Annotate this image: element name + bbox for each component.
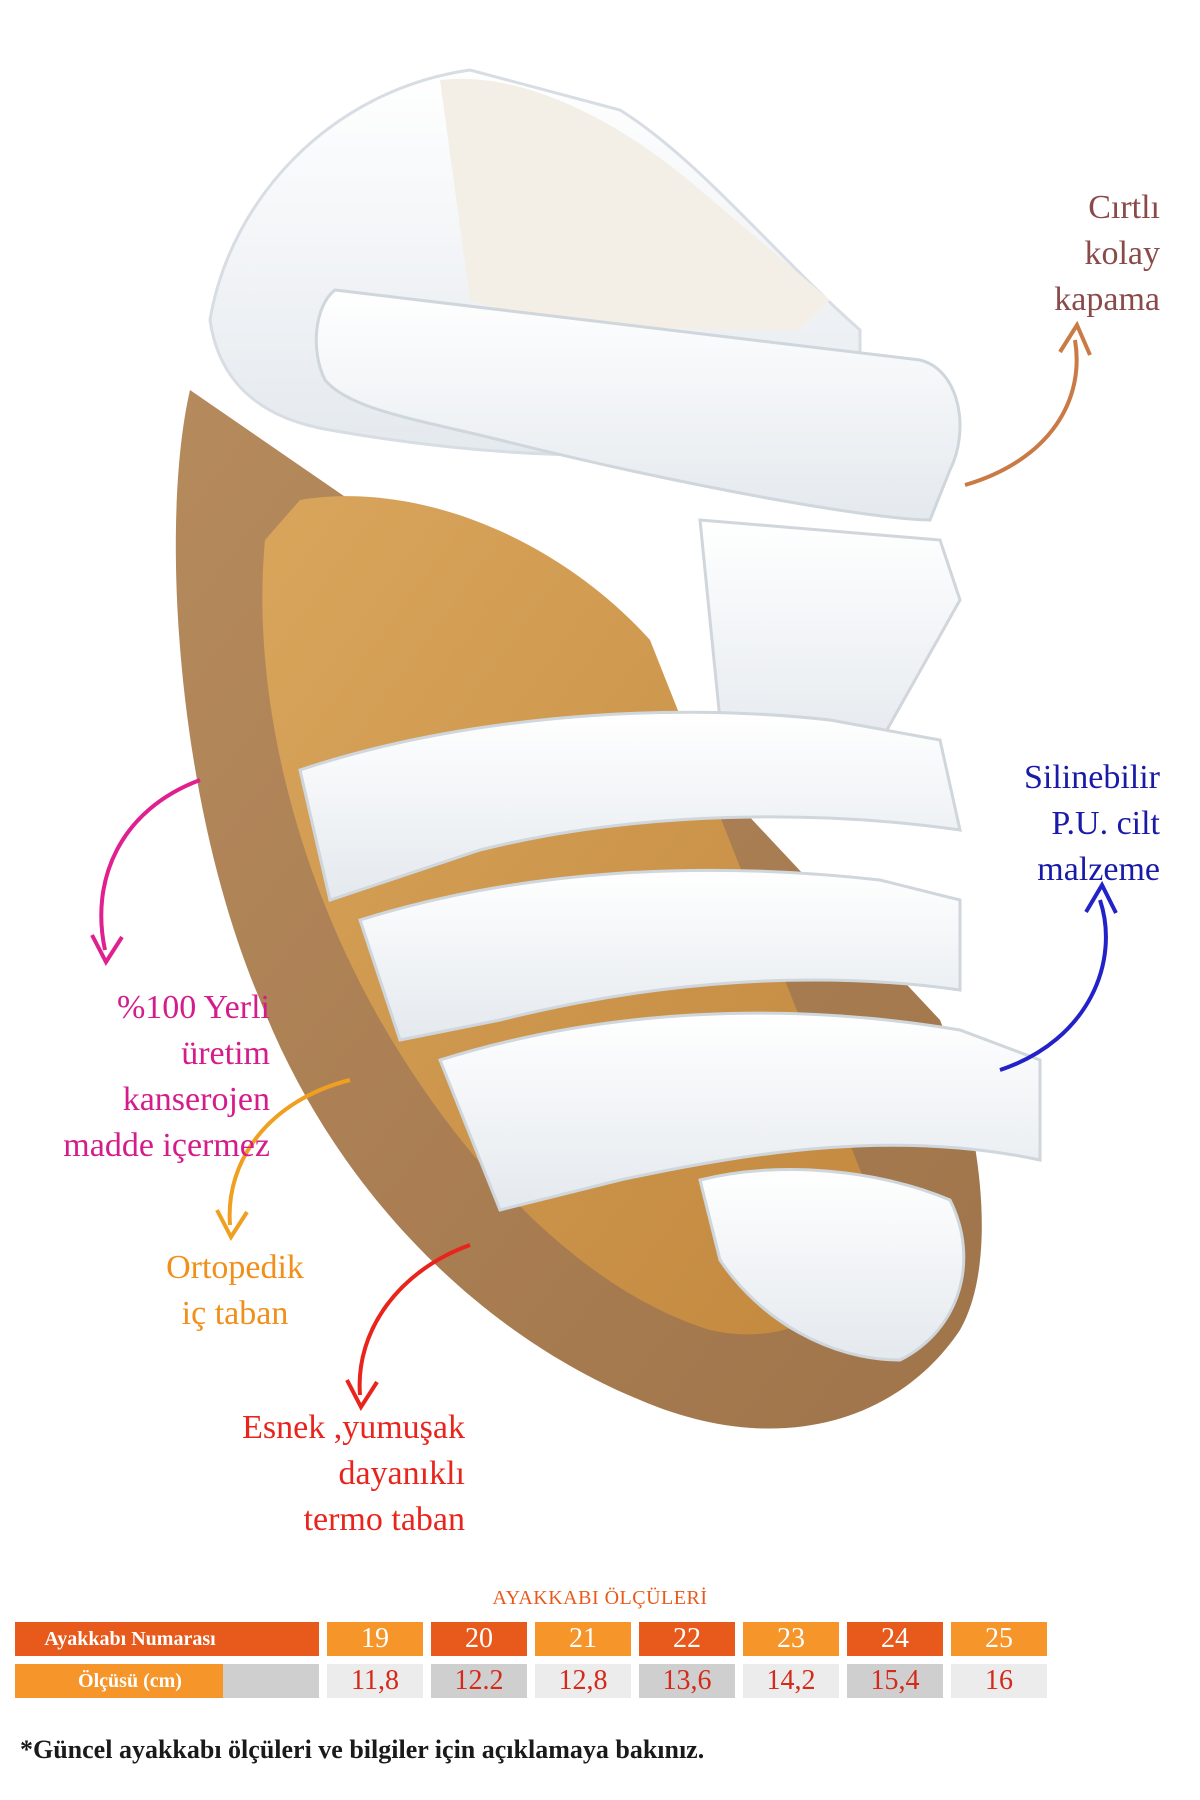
velcro-arrow bbox=[964, 339, 1079, 487]
length-cell: 14,2 bbox=[743, 1664, 839, 1698]
local-arrowhead bbox=[90, 934, 124, 966]
front-strap-2 bbox=[358, 868, 962, 1042]
front-strap-1 bbox=[298, 710, 962, 902]
sole-arrow bbox=[357, 1243, 471, 1396]
length-cell: 15,4 bbox=[847, 1664, 943, 1698]
side-quarter bbox=[698, 518, 962, 762]
callout-local-production: %100 Yerli üretim kanserojen madde içerm… bbox=[63, 989, 270, 1164]
velcro-arrowhead bbox=[1058, 320, 1092, 356]
pu-arrowhead bbox=[1084, 880, 1118, 914]
length-cell-blank bbox=[223, 1664, 319, 1698]
length-cell: 16 bbox=[951, 1664, 1047, 1698]
size-cell: 20 bbox=[431, 1622, 527, 1656]
footnote: *Güncel ayakkabı ölçüleri ve bilgiler iç… bbox=[20, 1735, 705, 1764]
heel-lining bbox=[440, 78, 830, 330]
size-cell: 23 bbox=[743, 1622, 839, 1656]
front-strap-3 bbox=[438, 1011, 1042, 1212]
callout-pu-material: Silinebilir P.U. cilt malzeme bbox=[1024, 759, 1160, 888]
size-cell: 24 bbox=[847, 1622, 943, 1656]
size-cell: 25 bbox=[951, 1622, 1047, 1656]
size-cell: 19 bbox=[327, 1622, 423, 1656]
size-cell: 21 bbox=[535, 1622, 631, 1656]
length-row-label: Ölçüsü (cm) bbox=[15, 1664, 245, 1698]
length-cell: 12.2 bbox=[431, 1664, 527, 1698]
pu-arrow bbox=[999, 899, 1108, 1072]
insole-arrowhead bbox=[215, 1209, 249, 1241]
size-cell-blank bbox=[223, 1622, 319, 1656]
size-table-title: AYAKKABI ÖLÇÜLERİ bbox=[492, 1587, 708, 1609]
callout-velcro: Cırtlı kolay kapama bbox=[1054, 189, 1160, 318]
size-cell: 22 bbox=[639, 1622, 735, 1656]
callout-orthopedic-insole: Ortopedik iç taban bbox=[166, 1249, 304, 1332]
callout-thermo-sole: Esnek ,yumuşak dayanıklı termo taban bbox=[242, 1409, 465, 1538]
length-cell: 13,6 bbox=[639, 1664, 735, 1698]
size-row-label: Ayakkabı Numarası bbox=[15, 1622, 245, 1656]
length-cell: 12,8 bbox=[535, 1664, 631, 1698]
toe-cap bbox=[698, 1168, 966, 1362]
sandal-product-image bbox=[90, 68, 1118, 1429]
sole-arrowhead bbox=[345, 1379, 379, 1411]
insole-arrow bbox=[227, 1078, 351, 1226]
velcro-strap bbox=[314, 288, 962, 522]
local-arrow bbox=[99, 778, 201, 951]
length-cell: 11,8 bbox=[327, 1664, 423, 1698]
